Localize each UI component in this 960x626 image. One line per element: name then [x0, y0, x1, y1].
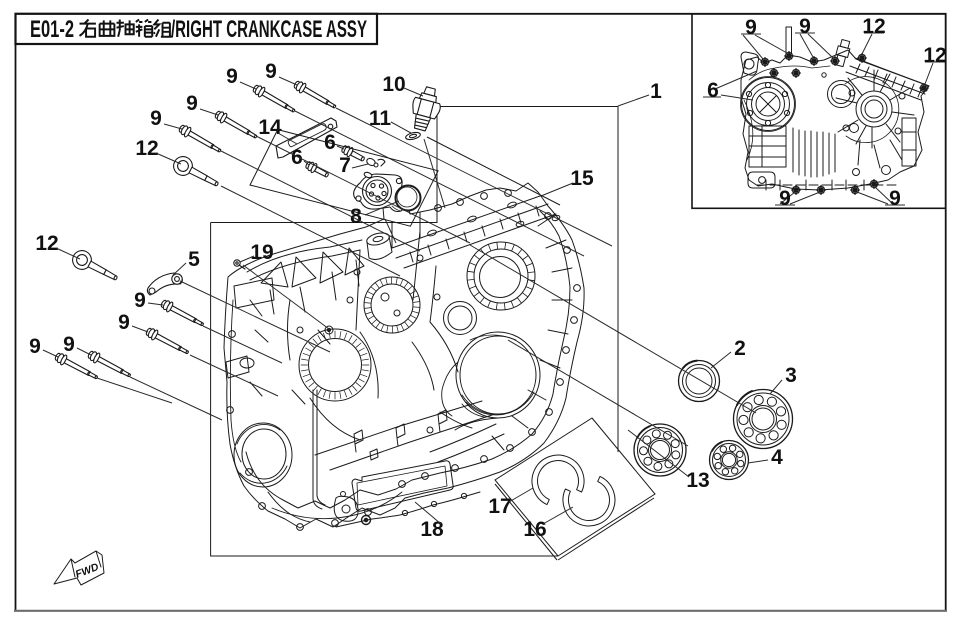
svg-text:3: 3 — [785, 364, 797, 387]
svg-text:14: 14 — [258, 116, 282, 139]
svg-text:11: 11 — [369, 107, 392, 130]
svg-text:9: 9 — [186, 92, 198, 115]
svg-text:9: 9 — [118, 311, 130, 334]
svg-text:E01-2: E01-2 — [30, 16, 74, 43]
svg-text:12: 12 — [35, 232, 58, 255]
svg-text:16: 16 — [523, 518, 546, 541]
svg-text:9: 9 — [745, 16, 757, 39]
svg-text:6: 6 — [707, 79, 719, 102]
svg-text:9: 9 — [150, 107, 162, 130]
svg-text:9: 9 — [799, 15, 811, 38]
svg-text:10: 10 — [382, 73, 405, 96]
svg-text:9: 9 — [29, 335, 41, 358]
svg-text:9: 9 — [63, 333, 75, 356]
svg-text:9: 9 — [779, 187, 791, 210]
svg-text:8: 8 — [350, 205, 362, 228]
svg-text:12: 12 — [862, 15, 885, 38]
svg-text:9: 9 — [265, 60, 277, 83]
svg-text:5: 5 — [188, 248, 200, 271]
svg-text:4: 4 — [771, 446, 783, 469]
svg-text:12: 12 — [135, 137, 158, 160]
svg-text:1: 1 — [650, 80, 662, 103]
svg-text:9: 9 — [226, 65, 238, 88]
svg-text:17: 17 — [488, 495, 511, 518]
svg-text:6: 6 — [291, 146, 303, 169]
svg-text:19: 19 — [250, 241, 273, 264]
svg-text:9: 9 — [134, 289, 146, 312]
svg-text:13: 13 — [686, 469, 709, 492]
svg-text:12: 12 — [923, 44, 946, 67]
svg-text:6: 6 — [324, 131, 336, 154]
svg-text:/RIGHT CRANKCASE ASSY: /RIGHT CRANKCASE ASSY — [171, 16, 367, 43]
svg-text:9: 9 — [889, 187, 901, 210]
svg-text:2: 2 — [734, 337, 746, 360]
svg-text:18: 18 — [420, 518, 444, 541]
svg-text:15: 15 — [570, 167, 594, 190]
svg-text:7: 7 — [339, 154, 351, 177]
